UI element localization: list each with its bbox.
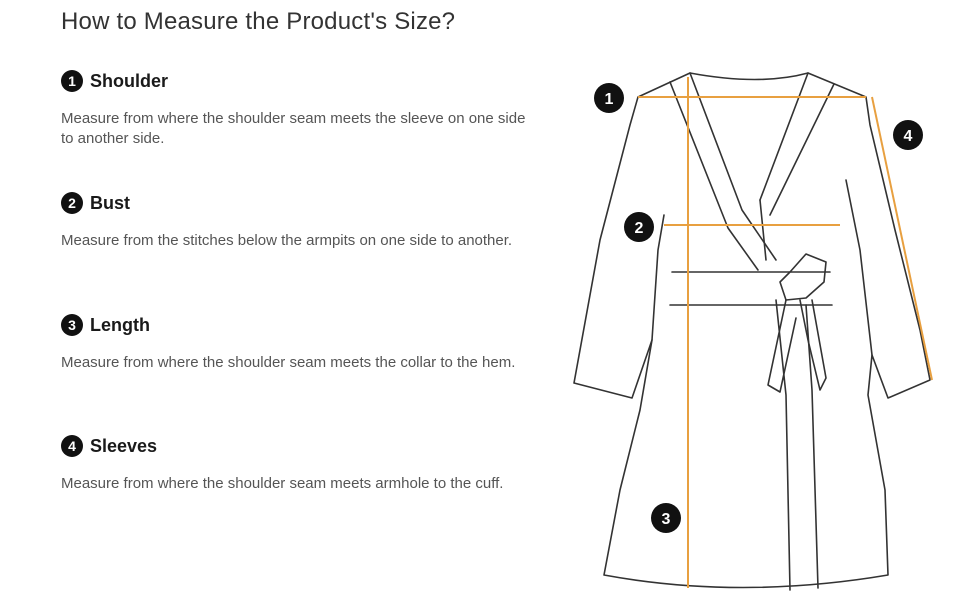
marker-3: 3: [651, 503, 681, 533]
robe-measurement-diagram: 1 2 3 4: [573, 72, 933, 591]
number-badge-4: 4: [61, 435, 83, 457]
marker-2: 2: [624, 212, 654, 242]
shoulder-section: 1 Shoulder Measure from where the should…: [61, 69, 541, 149]
svg-text:4: 4: [904, 128, 913, 145]
length-heading: 3 Length: [61, 313, 541, 337]
number-badge-3: 3: [61, 314, 83, 336]
sleeves-section: 4 Sleeves Measure from where the shoulde…: [61, 434, 541, 494]
shoulder-description: Measure from where the shoulder seam mee…: [61, 110, 526, 147]
svg-text:1: 1: [605, 91, 614, 108]
bust-heading: 2 Bust: [61, 191, 541, 215]
sleeve-measure-line: [871, 96, 933, 381]
page-title: How to Measure the Product's Size?: [61, 8, 456, 35]
shoulder-heading: 1 Shoulder: [61, 69, 541, 93]
svg-text:2: 2: [635, 220, 644, 237]
marker-1: 1: [594, 83, 624, 113]
svg-text:3: 3: [662, 511, 671, 528]
marker-4: 4: [893, 120, 923, 150]
bust-label: Bust: [90, 192, 130, 213]
length-label: Length: [90, 314, 150, 335]
bust-section: 2 Bust Measure from the stitches below t…: [61, 191, 541, 251]
length-description: Measure from where the shoulder seam mee…: [61, 354, 516, 371]
bust-description: Measure from the stitches below the armp…: [61, 232, 513, 249]
length-section: 3 Length Measure from where the shoulder…: [61, 313, 541, 373]
measurement-lines: [638, 77, 933, 588]
sleeves-heading: 4 Sleeves: [61, 434, 541, 458]
robe-outline: [573, 72, 931, 591]
number-badge-2: 2: [61, 192, 83, 214]
number-badge-1: 1: [61, 70, 83, 92]
sleeves-label: Sleeves: [90, 435, 158, 456]
sleeves-description: Measure from where the shoulder seam mee…: [61, 475, 504, 492]
shoulder-label: Shoulder: [90, 70, 169, 91]
